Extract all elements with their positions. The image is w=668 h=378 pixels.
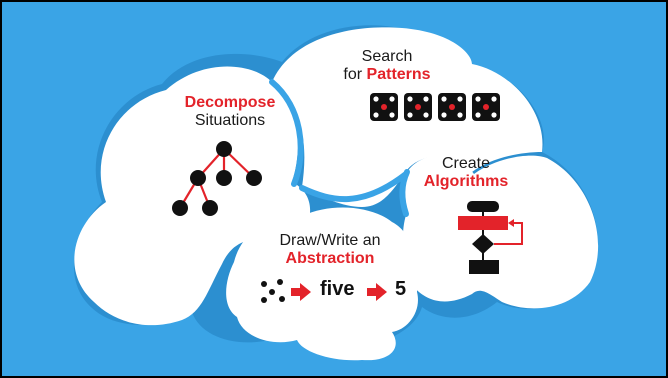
- flow-end: [469, 260, 499, 274]
- patterns-line1: Search: [361, 48, 413, 65]
- abstraction-word: five: [320, 278, 355, 300]
- dice-icon: [370, 93, 500, 121]
- algorithms-line1: Create: [441, 155, 491, 172]
- lobe-abstraction: [226, 207, 418, 361]
- tree-node: [216, 141, 232, 157]
- algorithms-label: Create Algorithms: [416, 155, 516, 191]
- algorithms-title: Algorithms: [423, 172, 509, 190]
- lobe-decompose: [74, 66, 311, 326]
- abstraction-numeral: 5: [395, 278, 407, 300]
- decompose-subtitle: Situations: [194, 111, 266, 129]
- tree-node: [190, 170, 206, 186]
- patterns-title: Patterns: [366, 65, 431, 83]
- lobe-algorithms: [402, 155, 599, 309]
- five-dots-icon: [261, 279, 285, 303]
- decompose-title: Decompose: [184, 94, 276, 111]
- decompose-label: Decompose Situations: [182, 94, 278, 130]
- abstraction-line1: Draw/Write an: [279, 232, 381, 249]
- tree-node: [246, 170, 262, 186]
- tree-icon: [172, 141, 262, 216]
- tree-node: [216, 170, 232, 186]
- flow-decision: [472, 234, 494, 254]
- flow-start: [467, 201, 499, 212]
- tree-node: [172, 200, 188, 216]
- tree-node: [202, 200, 218, 216]
- flow-process: [458, 216, 508, 230]
- abstraction-label: Draw/Write an Abstraction: [270, 232, 390, 268]
- patterns-prefix: for: [343, 65, 363, 83]
- abstraction-title: Abstraction: [285, 249, 375, 267]
- patterns-label: Search for Patterns: [332, 48, 442, 84]
- red-arrow-icon: [367, 283, 387, 301]
- red-arrow-icon: [291, 283, 311, 301]
- flowchart-icon: [458, 201, 523, 274]
